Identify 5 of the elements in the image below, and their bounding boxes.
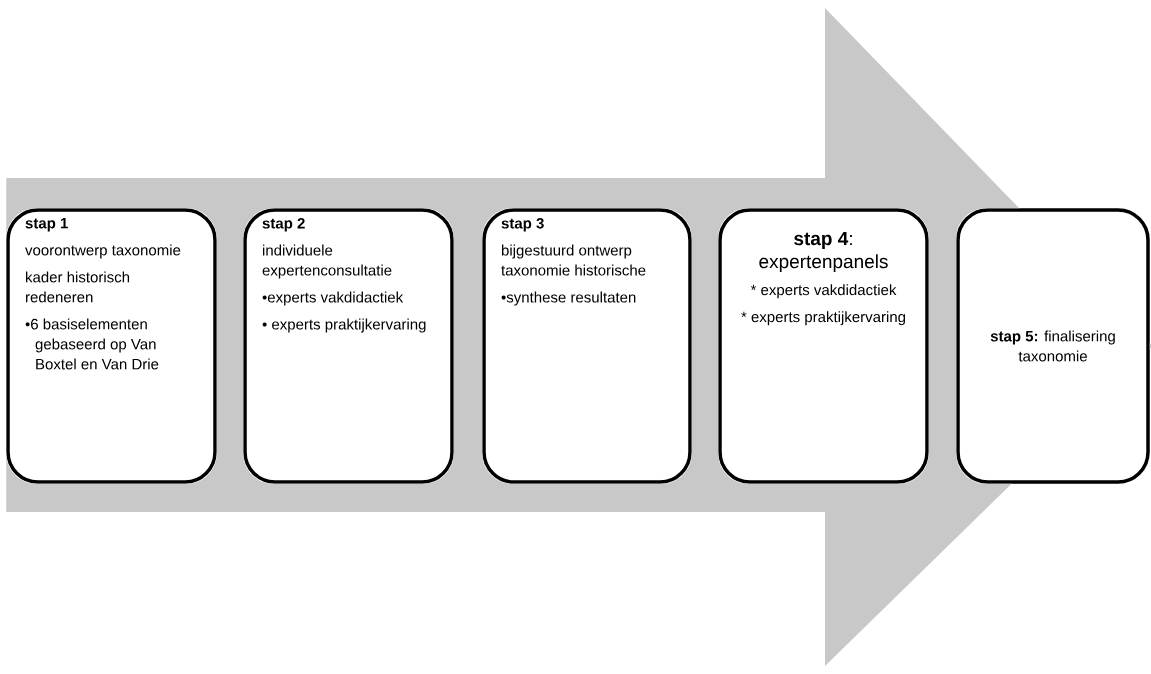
step-box: stap 3 bijgestuurd ontwerp taxonomie historische •synthese resultaten: [482, 208, 692, 484]
step-box: stap 4: expertenpanels * experts vakdidactiek * experts praktijkervaring: [718, 208, 929, 484]
step-box: stap 2 individuele expertenconsultatie •experts vakdidactiek • experts praktijkervaring: [243, 208, 454, 484]
step-box: stap 1 voorontwerp taxonomie kader historisch redeneren •6 basiselementen gebaseerd op Van Boxtel en Van Drie: [6, 208, 217, 484]
step-box: stap 5: finalisering taxonomie: [956, 208, 1150, 484]
